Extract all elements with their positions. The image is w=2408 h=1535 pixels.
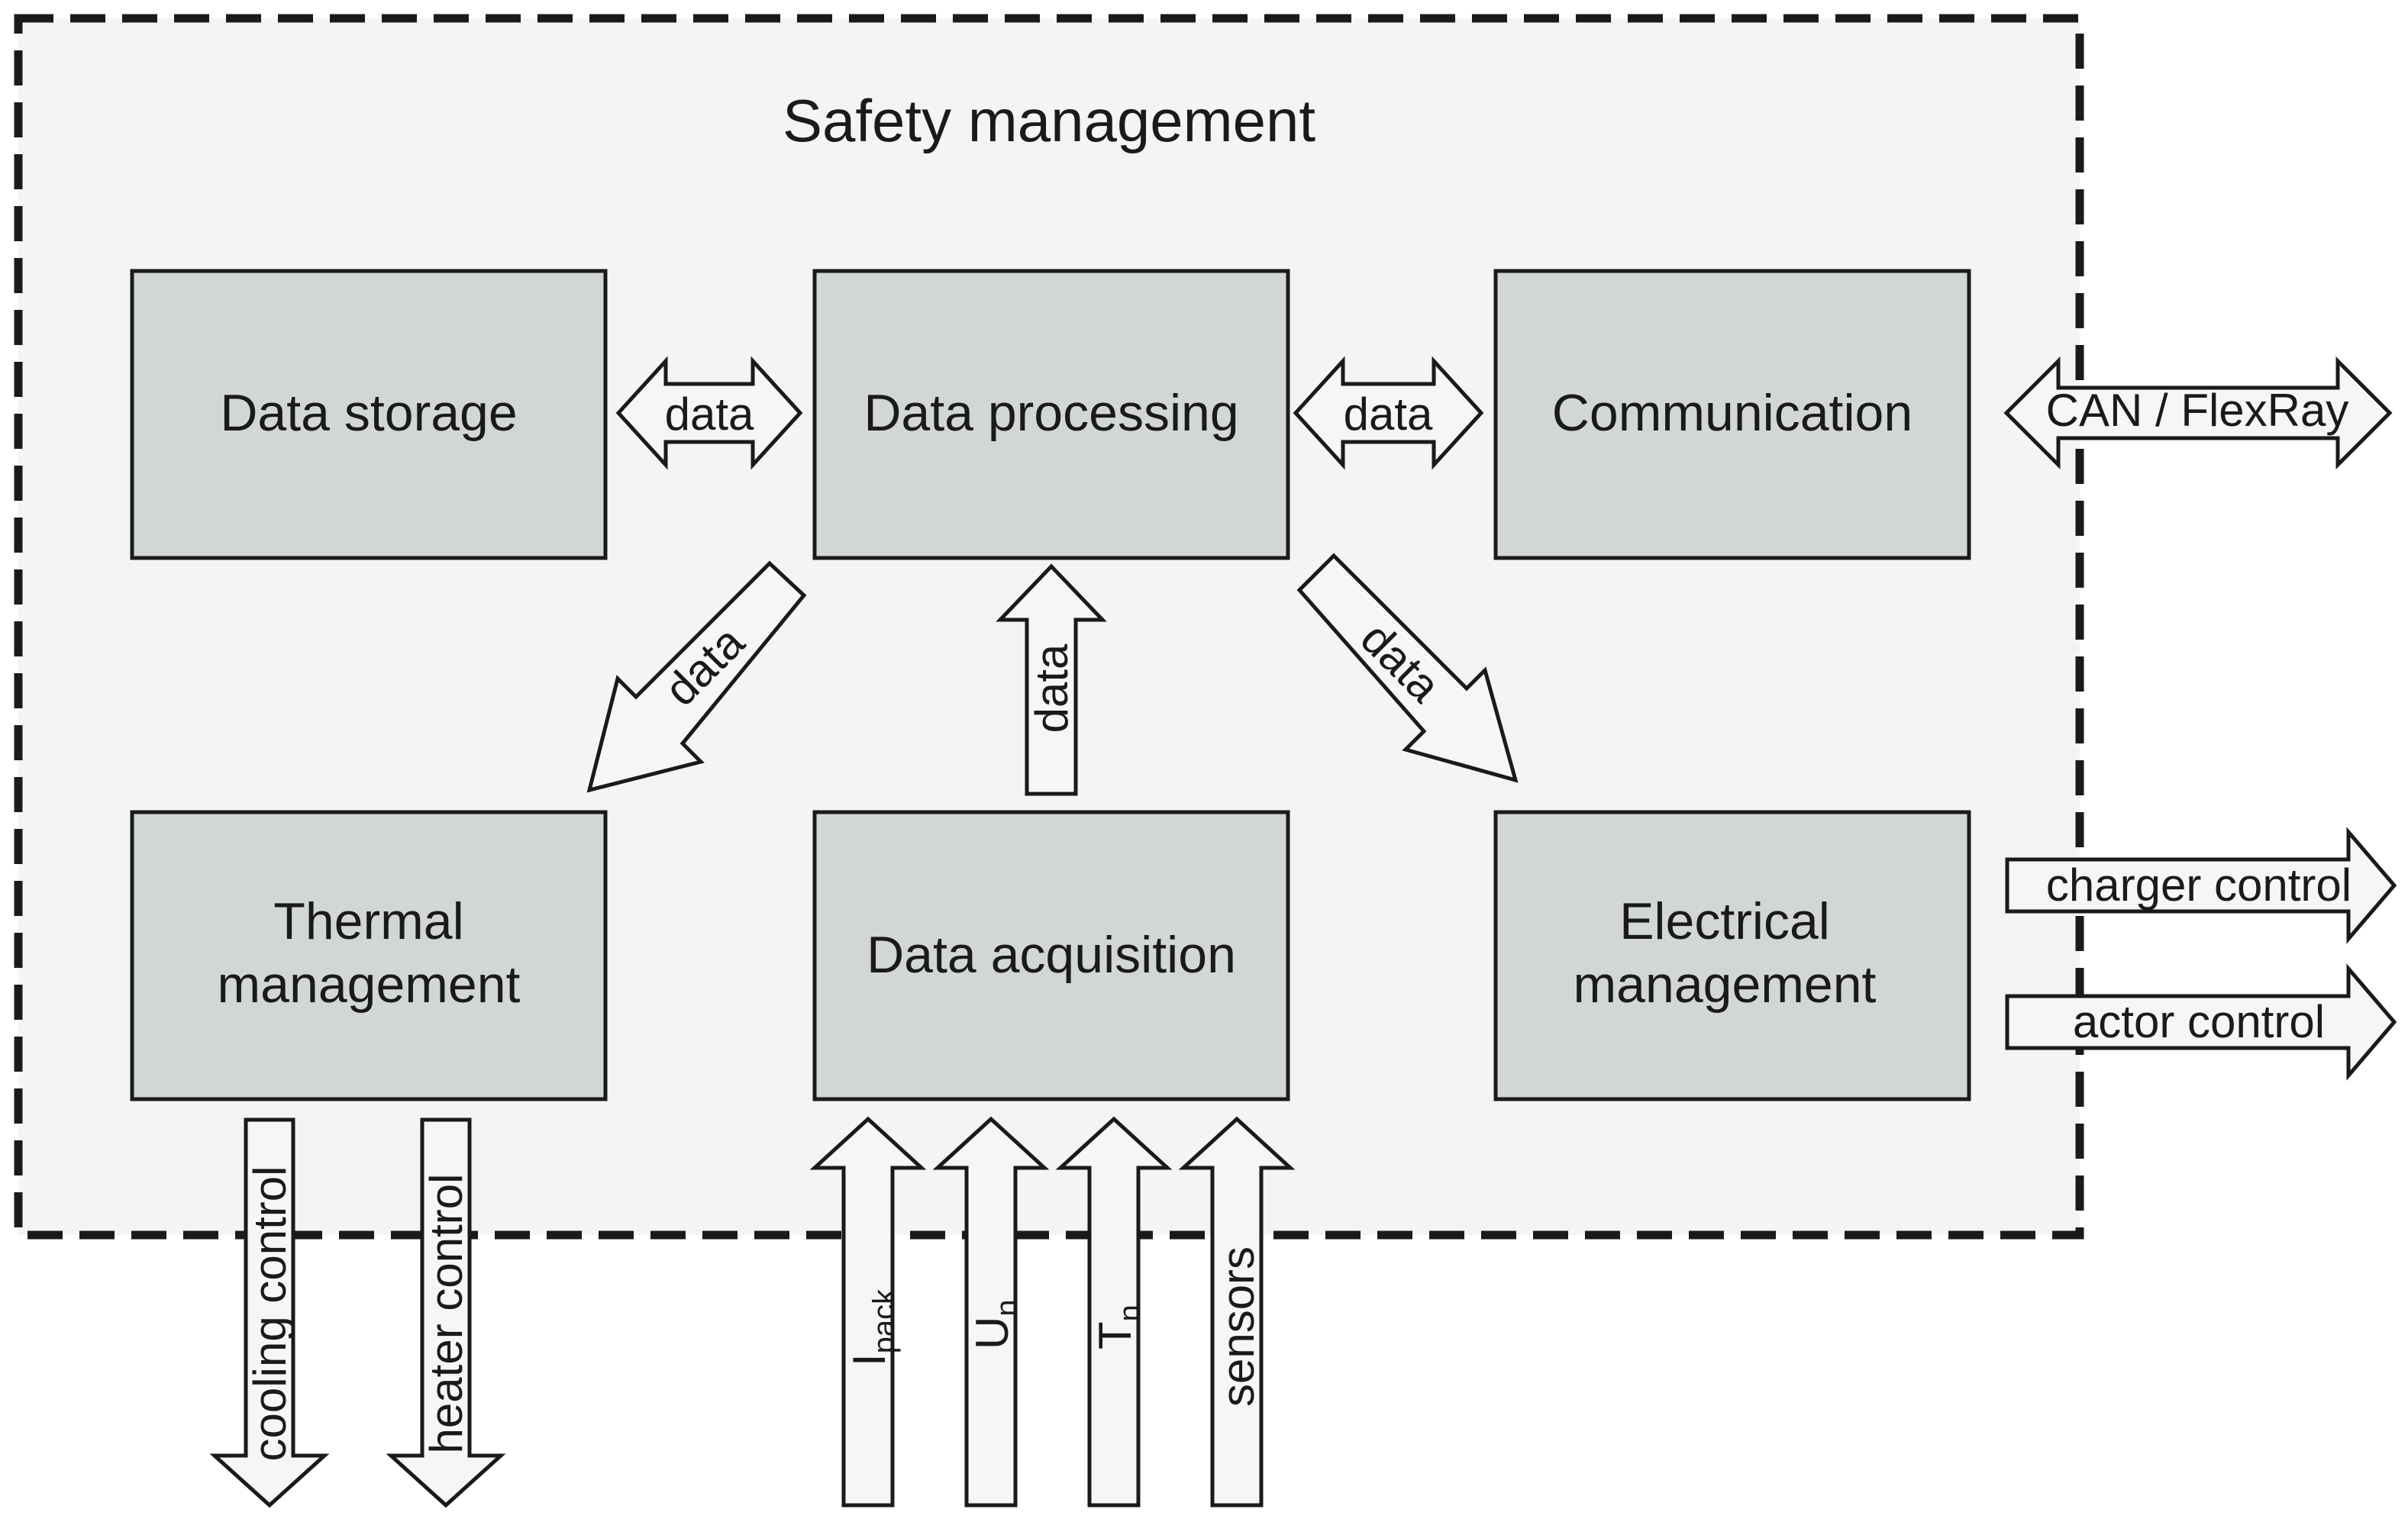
arrow-storage-processing: data: [615, 356, 803, 470]
svg-text:Thermal: Thermal: [273, 892, 463, 950]
arrow-un-input: Un: [932, 1116, 1050, 1508]
svg-text:data: data: [1344, 389, 1433, 440]
tn-subscript: n: [1113, 1304, 1147, 1321]
ipack-label: I: [844, 1353, 895, 1366]
svg-text:management: management: [1574, 956, 1877, 1014]
svg-text:data: data: [1026, 643, 1077, 733]
svg-text:Data processing: Data processing: [863, 384, 1238, 442]
svg-text:Un: Un: [967, 1299, 1024, 1350]
svg-text:Data acquisition: Data acquisition: [867, 926, 1236, 984]
block-communication: Communication: [1493, 269, 1971, 560]
svg-text:Communication: Communication: [1552, 384, 1913, 442]
svg-text:cooling control: cooling control: [244, 1166, 295, 1462]
svg-text:charger control: charger control: [2046, 859, 2352, 911]
svg-text:CAN / FlexRay: CAN / FlexRay: [2046, 385, 2349, 436]
arrow-heater-control: heater control: [386, 1117, 506, 1508]
tn-label: T: [1089, 1321, 1141, 1350]
block-data-storage: Data storage: [130, 269, 608, 560]
block-data-acquisition: Data acquisition: [812, 810, 1290, 1101]
svg-text:actor control: actor control: [2073, 996, 2325, 1047]
arrow-cooling-control: cooling control: [209, 1117, 330, 1508]
block-data-processing: Data processing: [812, 269, 1290, 560]
arrow-processing-communication: data: [1293, 356, 1484, 470]
frame-title: Safety management: [783, 87, 1315, 154]
block-thermal-management: Thermal management: [130, 810, 608, 1101]
svg-text:Data storage: Data storage: [220, 384, 517, 442]
arrow-sensors-input: sensors: [1178, 1116, 1296, 1508]
un-label: U: [967, 1317, 1018, 1350]
arrow-tn-input: Tn: [1055, 1116, 1173, 1508]
ipack-subscript: pack: [867, 1288, 901, 1353]
arrow-ipack-input: Ipack: [809, 1116, 927, 1508]
arrow-actor-control: actor control: [2005, 963, 2397, 1081]
svg-text:Tn: Tn: [1089, 1304, 1147, 1350]
arrow-acquisition-processing: data: [996, 563, 1107, 796]
block-electrical-management: Electrical management: [1493, 810, 1971, 1101]
svg-text:Ipack: Ipack: [844, 1288, 901, 1366]
svg-text:management: management: [218, 956, 521, 1014]
svg-text:data: data: [665, 389, 754, 440]
arrow-charger-control: charger control: [2005, 827, 2397, 944]
svg-text:sensors: sensors: [1212, 1246, 1264, 1407]
svg-text:heater control: heater control: [421, 1174, 472, 1454]
arrow-can-flexray-bus: CAN / FlexRay: [2003, 356, 2393, 470]
un-subscript: n: [990, 1299, 1024, 1316]
svg-text:Electrical: Electrical: [1619, 892, 1830, 950]
